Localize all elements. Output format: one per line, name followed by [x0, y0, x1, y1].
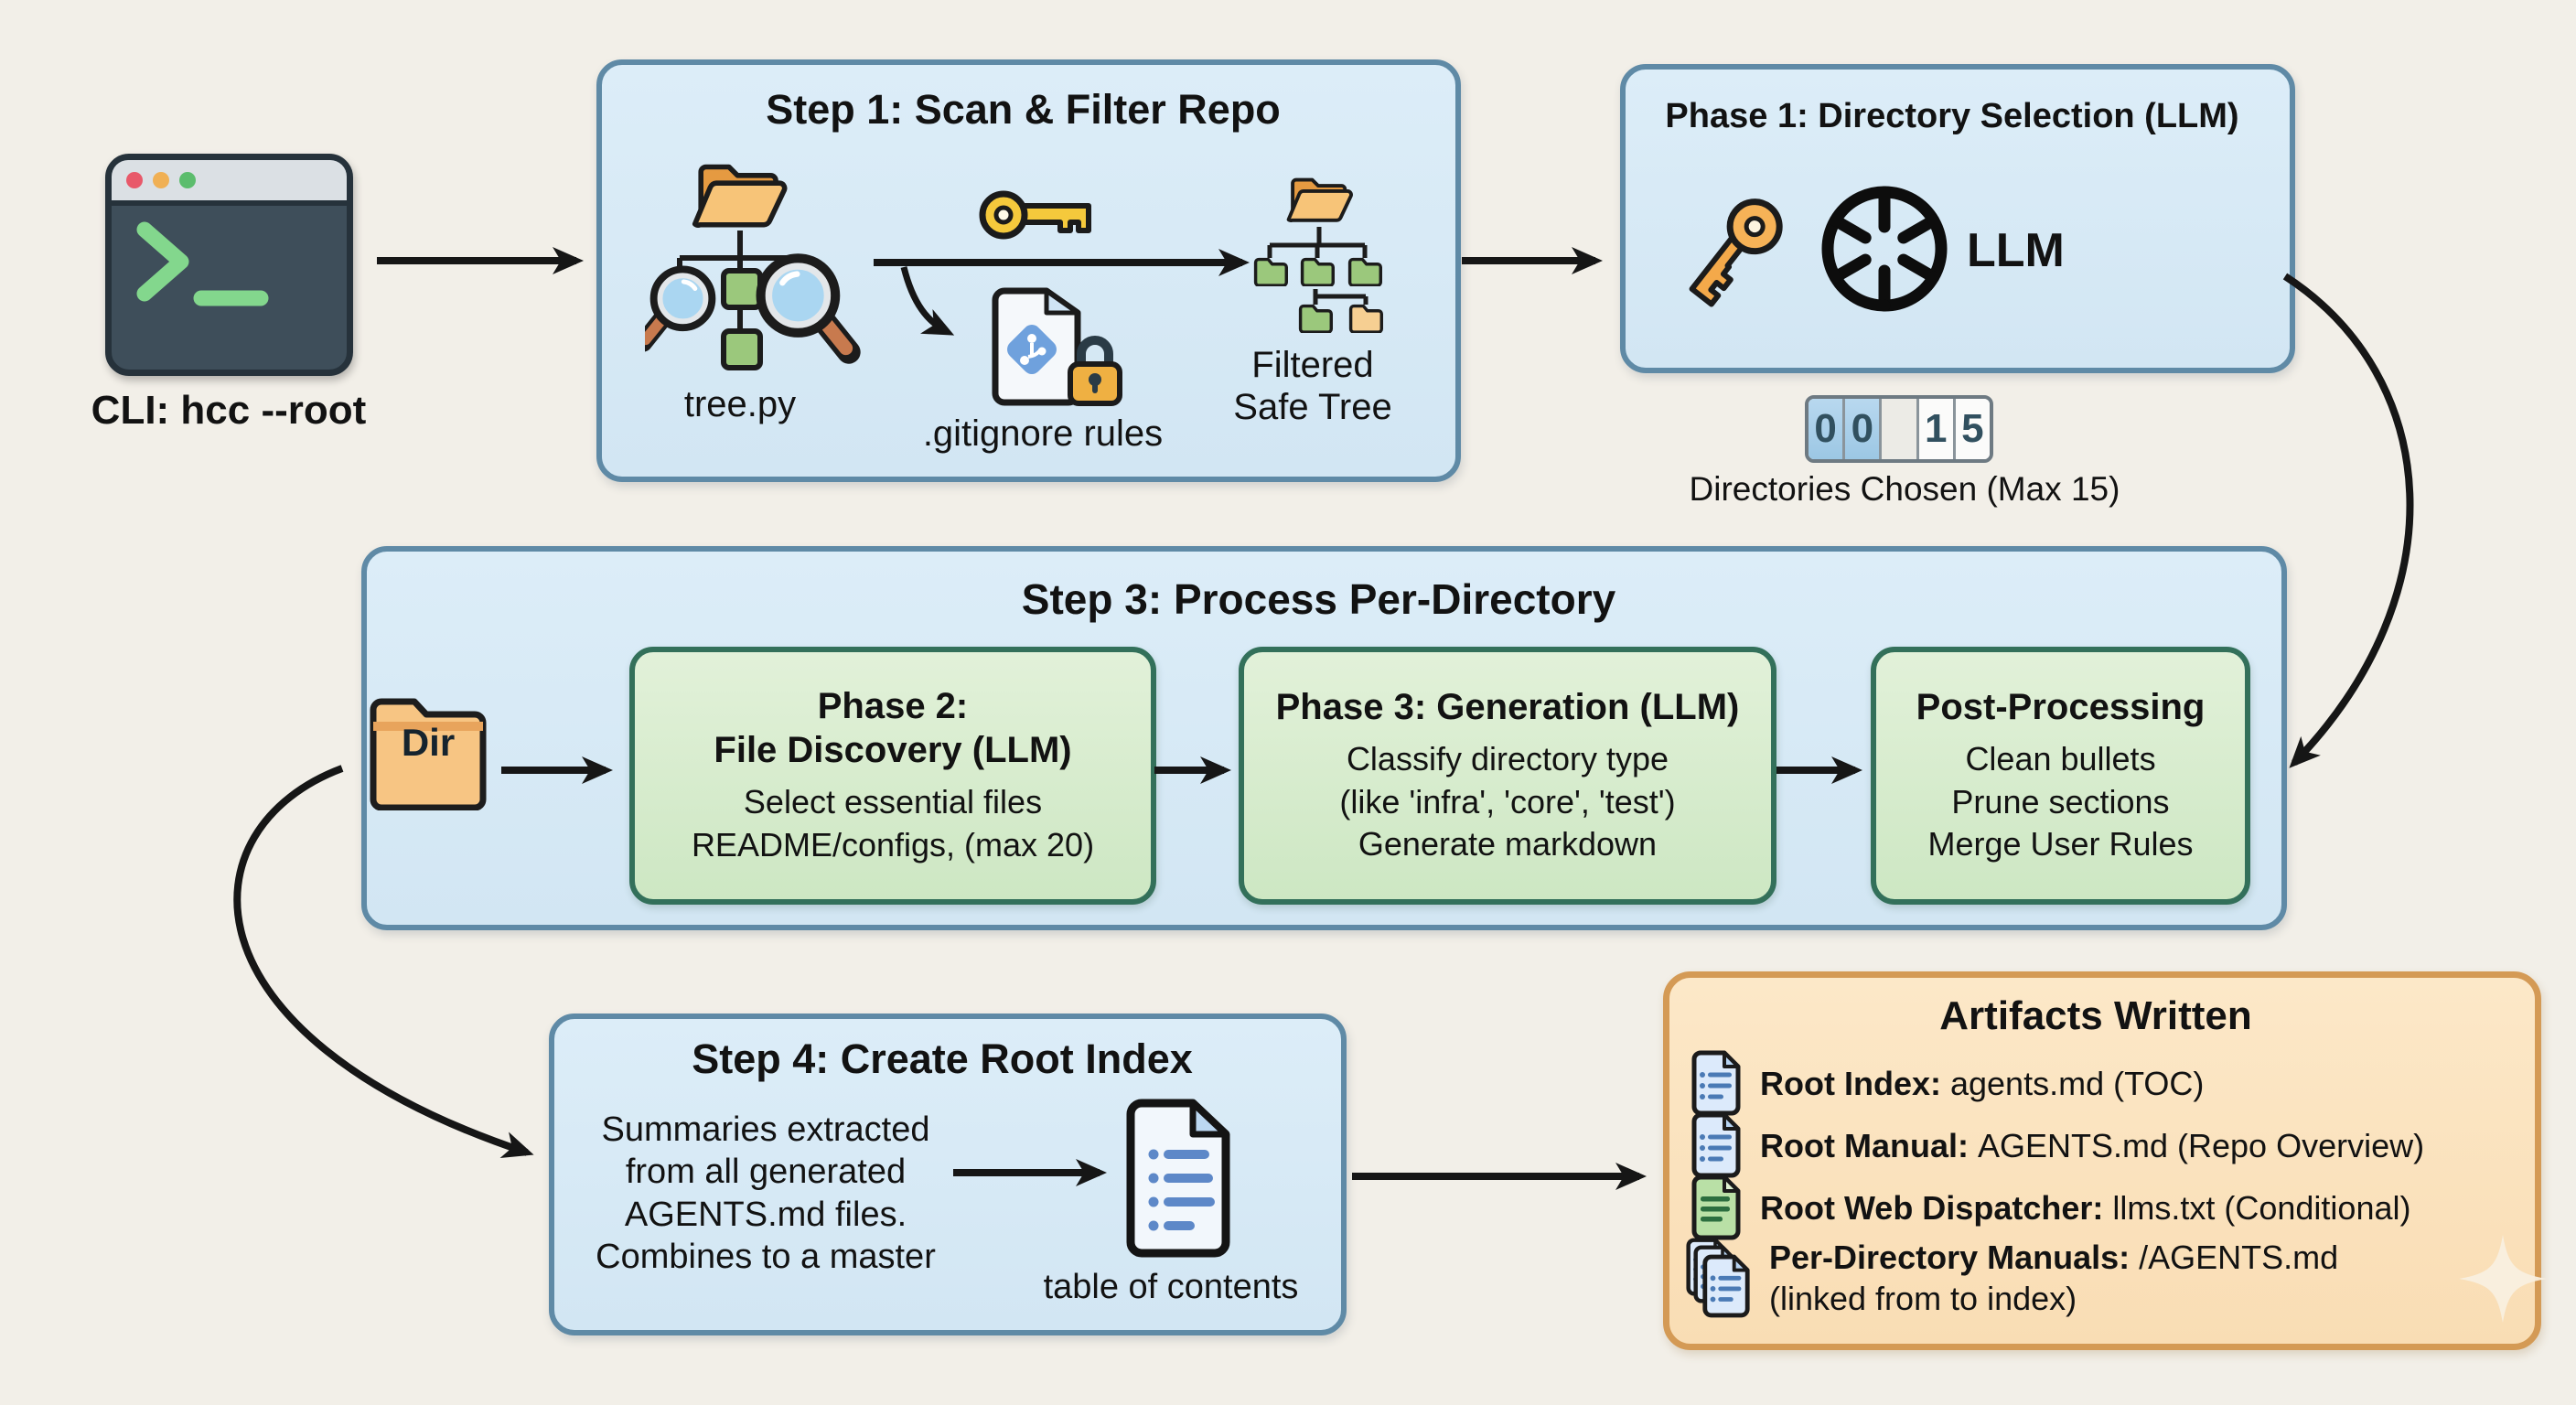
artifact-value: /AGENTS.md: [2139, 1239, 2339, 1276]
phase3-line2: (like 'infra', 'core', 'test'): [1339, 782, 1676, 820]
artifact-label: Root Manual:: [1760, 1126, 1969, 1164]
artifact-value: llms.txt (Conditional): [2112, 1188, 2411, 1227]
artifact-row: Root Web Dispatcher:llms.txt (Conditiona…: [1689, 1174, 2410, 1240]
minimize-dot-icon: [153, 172, 169, 188]
artifact-label: Root Web Dispatcher:: [1760, 1188, 2104, 1227]
counter-digit: 5: [1955, 399, 1990, 459]
phase3-title: Phase 3: Generation (LLM): [1275, 686, 1740, 727]
phase3-line1: Classify directory type: [1346, 739, 1669, 778]
terminal-icon: [105, 154, 353, 376]
tree-py-caption: tree.py: [683, 384, 797, 424]
filtered-tree-icon: [1253, 177, 1383, 333]
phase1-title: Phase 1: Directory Selection (LLM): [1665, 97, 2239, 135]
phase2-line1: Select essential files: [743, 783, 1043, 821]
sparkle-icon: [2459, 1235, 2547, 1323]
step4-line1: Summaries extracted: [601, 1110, 930, 1149]
counter-digit: 0: [1845, 399, 1883, 459]
artifact-label: Per-Directory Manuals:: [1769, 1239, 2131, 1276]
step4-line3: AGENTS.md files.: [624, 1195, 907, 1234]
terminal-prompt-icon: [136, 221, 269, 306]
step1-title: Step 1: Scan & Filter Repo: [766, 86, 1281, 133]
step4-line2: from all generated: [625, 1153, 907, 1192]
maximize-dot-icon: [179, 172, 196, 188]
dir-label: Dir: [401, 721, 456, 764]
phase1-box: [1620, 64, 2295, 373]
filtered-caption-line1: Filtered: [1251, 345, 1374, 385]
post-title: Post-Processing: [1916, 686, 2206, 727]
step3-title: Step 3: Process Per-Directory: [1021, 575, 1616, 623]
artifact-label: Root Index:: [1760, 1064, 1941, 1102]
counter-digit: [1882, 399, 1919, 459]
step4-line4: Combines to a master: [596, 1238, 936, 1277]
key-icon: [979, 190, 1091, 240]
post-line3: Merge User Rules: [1927, 825, 2194, 863]
phase2-title-line1: Phase 2:: [817, 686, 969, 727]
gitignore-file-lock-icon: [992, 287, 1122, 406]
gitignore-caption: .gitignore rules: [922, 413, 1164, 454]
blue-doc-icon: [1689, 1050, 1744, 1116]
post-line2: Prune sections: [1951, 782, 2170, 820]
artifacts-box: [1663, 971, 2541, 1350]
phase3-line3: Generate markdown: [1358, 825, 1658, 863]
artifact-row: Per-Directory Manuals:/AGENTS.md (linked…: [1683, 1237, 2338, 1319]
phase2-box: Phase 2: File Discovery (LLM) Select ess…: [629, 647, 1156, 905]
step4-title: Step 4: Create Root Index: [692, 1035, 1193, 1082]
post-line1: Clean bullets: [1965, 739, 2156, 778]
api-key-icon: [1689, 198, 1783, 307]
directory-counter: 0 0 1 5: [1805, 395, 1993, 463]
artifacts-title: Artifacts Written: [1939, 993, 2252, 1038]
artifact-row: Root Manual:AGENTS.md (Repo Overview): [1689, 1112, 2424, 1178]
toc-document-icon: [1126, 1099, 1230, 1258]
close-dot-icon: [126, 172, 143, 188]
counter-digit: 1: [1918, 399, 1956, 459]
phase3-box: Phase 3: Generation (LLM) Classify direc…: [1239, 647, 1776, 905]
arrow-phase1-to-step3: [2282, 273, 2414, 768]
artifact-row: Root Index:agents.md (TOC): [1689, 1050, 2204, 1116]
terminal-titlebar: [112, 160, 347, 206]
phase2-line2: README/configs, (max 20): [691, 826, 1095, 863]
repo-tree-scan-icon: [645, 156, 892, 370]
artifact-value: AGENTS.md (Repo Overview): [1977, 1126, 2425, 1164]
green-doc-icon: [1689, 1174, 1744, 1240]
post-processing-box: Post-Processing Clean bullets Prune sect…: [1871, 647, 2250, 905]
counter-caption: Directories Chosen (Max 15): [1689, 470, 2120, 508]
llm-label: LLM: [1967, 224, 2065, 277]
blue-doc-icon: [1689, 1112, 1744, 1178]
stacked-docs-icon: [1683, 1238, 1753, 1318]
artifact-value: agents.md (TOC): [1949, 1064, 2205, 1102]
counter-digit: 0: [1809, 399, 1846, 459]
cli-caption: CLI: hcc --root: [91, 388, 367, 433]
toc-caption: table of contents: [1043, 1268, 1299, 1306]
filtered-caption-line2: Safe Tree: [1233, 387, 1392, 427]
phase2-title-line2: File Discovery (LLM): [714, 730, 1072, 771]
openai-logo-icon: [1821, 186, 1948, 312]
artifact-value-line2: (linked from to index): [1769, 1280, 2077, 1317]
